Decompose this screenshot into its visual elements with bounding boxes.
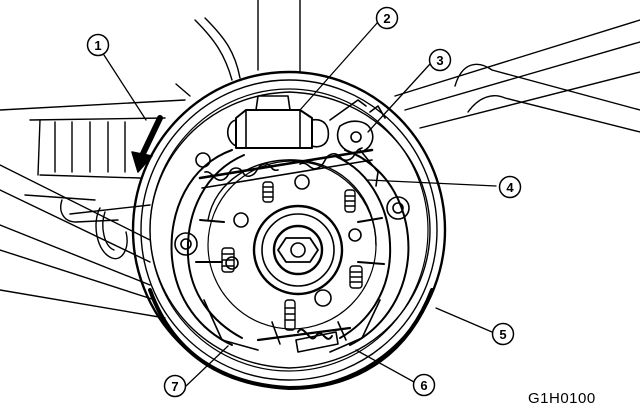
callout-1: 1 [86, 33, 110, 57]
wheel-cylinder [226, 95, 330, 149]
figure-code: G1H0100 [528, 390, 596, 407]
callout-5-label: 5 [499, 327, 506, 342]
callout-3-label: 3 [436, 53, 443, 68]
callout-6-label: 6 [420, 378, 427, 393]
hold-down-springs [221, 181, 363, 331]
hub-assembly [207, 159, 377, 330]
upper-spring-strut [198, 99, 386, 189]
callout-4: 4 [498, 175, 522, 199]
callout-7-label: 7 [171, 379, 178, 394]
callout-2-label: 2 [383, 11, 390, 26]
leader-lines [103, 21, 497, 387]
callout-2: 2 [375, 6, 399, 30]
callout-7: 7 [163, 374, 187, 398]
rotation-arrow [131, 115, 163, 173]
callout-5: 5 [491, 322, 515, 346]
callout-1-label: 1 [94, 38, 101, 53]
lower-return-spring [203, 299, 381, 353]
brake-drum [131, 70, 447, 390]
callout-3: 3 [428, 48, 452, 72]
callout-6: 6 [412, 373, 436, 397]
callout-4-label: 4 [506, 180, 514, 195]
vehicle-frame-lines [0, 0, 640, 319]
